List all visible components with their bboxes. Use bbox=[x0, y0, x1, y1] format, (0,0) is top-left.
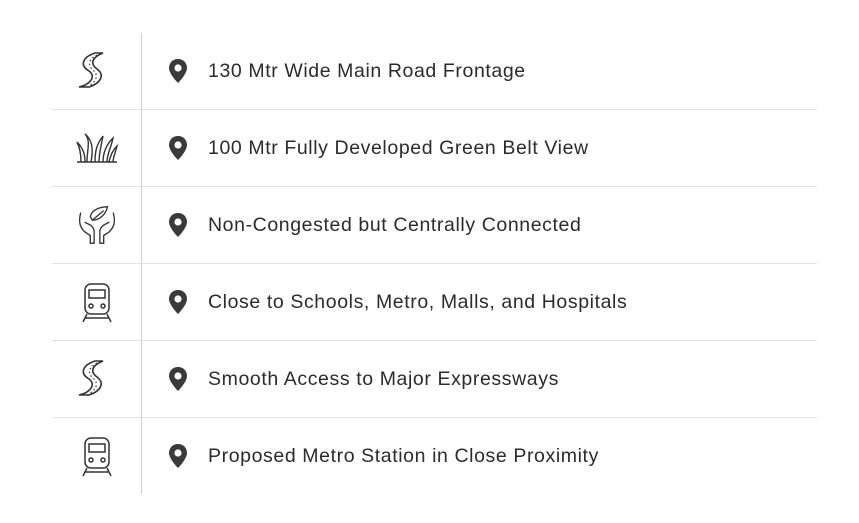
feature-row: Non-Congested but Centrally Connected bbox=[52, 187, 817, 264]
location-pin-icon bbox=[169, 213, 187, 237]
feature-text: Close to Schools, Metro, Malls, and Hosp… bbox=[208, 290, 628, 313]
road-icon bbox=[77, 52, 104, 88]
grass-icon bbox=[75, 133, 118, 163]
location-pin-icon bbox=[169, 59, 187, 83]
road-icon bbox=[77, 360, 104, 396]
feature-text: 100 Mtr Fully Developed Green Belt View bbox=[208, 136, 589, 159]
feature-row: Smooth Access to Major Expressways bbox=[52, 341, 817, 418]
feature-text: Proposed Metro Station in Close Proximit… bbox=[208, 444, 599, 467]
feature-row: Proposed Metro Station in Close Proximit… bbox=[52, 418, 817, 494]
train-icon bbox=[81, 437, 112, 477]
location-pin-icon bbox=[169, 367, 187, 391]
feature-row: 130 Mtr Wide Main Road Frontage bbox=[52, 33, 817, 110]
feature-list: 130 Mtr Wide Main Road Frontage 100 Mtr … bbox=[52, 33, 817, 494]
feature-row: Close to Schools, Metro, Malls, and Hosp… bbox=[52, 264, 817, 341]
feature-row: 100 Mtr Fully Developed Green Belt View bbox=[52, 110, 817, 187]
feature-text: 130 Mtr Wide Main Road Frontage bbox=[208, 59, 526, 82]
location-pin-icon bbox=[169, 136, 187, 160]
hands-leaf-icon bbox=[78, 206, 115, 244]
train-icon bbox=[81, 283, 112, 323]
location-pin-icon bbox=[169, 290, 187, 314]
feature-text: Smooth Access to Major Expressways bbox=[208, 367, 559, 390]
location-pin-icon bbox=[169, 444, 187, 468]
feature-text: Non-Congested but Centrally Connected bbox=[208, 213, 582, 236]
